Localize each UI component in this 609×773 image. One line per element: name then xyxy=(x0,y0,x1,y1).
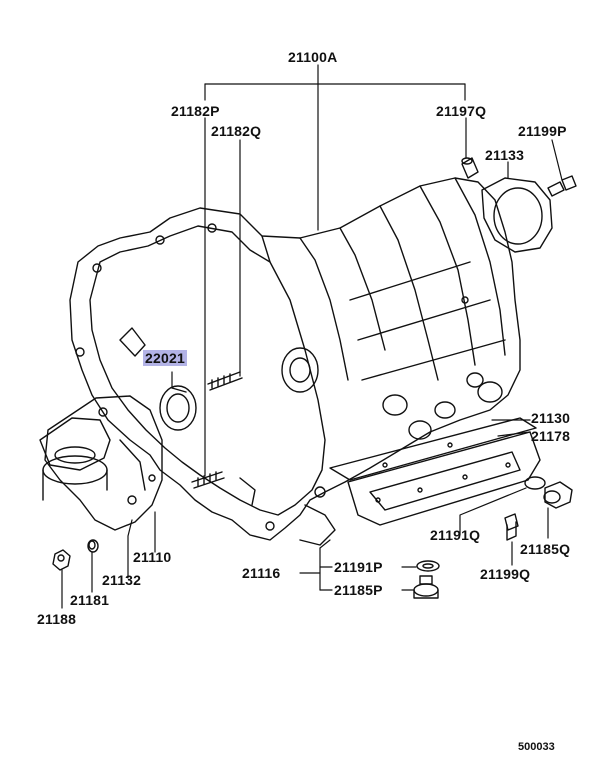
leader-lines xyxy=(61,64,563,609)
label-21191q: 21191Q xyxy=(430,527,481,543)
label-21130: 21130 xyxy=(531,410,571,426)
washer-21132 xyxy=(87,539,99,553)
label-21110: 21110 xyxy=(133,549,172,565)
label-21133: 21133 xyxy=(485,147,525,163)
oil-pan xyxy=(329,417,541,526)
label-21191p: 21191P xyxy=(334,559,383,575)
label-21188: 21188 xyxy=(37,611,77,627)
label-21197q: 21197Q xyxy=(436,103,487,119)
label-21178: 21178 xyxy=(531,428,571,444)
label-21100a: 21100A xyxy=(288,49,338,65)
label-21182p: 21182P xyxy=(171,103,220,119)
bolt-21199q xyxy=(504,513,519,541)
oil-seal xyxy=(159,385,197,431)
label-21185p: 21185P xyxy=(334,582,383,598)
nut-21188 xyxy=(52,549,71,571)
label-21182q: 21182Q xyxy=(211,123,262,139)
stud-21182p xyxy=(191,471,225,489)
dowel-pin xyxy=(461,157,479,179)
drain-plug-21185p xyxy=(413,575,439,599)
extension-gasket xyxy=(481,177,553,253)
drain-plug-21185q xyxy=(543,481,573,509)
label-21181: 21181 xyxy=(70,592,110,608)
label-21199q: 21199Q xyxy=(480,566,531,582)
label-21116: 21116 xyxy=(242,565,281,581)
bolt-21199p xyxy=(547,175,577,197)
drain-gasket-21191p xyxy=(416,560,440,572)
oil-pump-housing xyxy=(39,395,163,531)
label-21199p: 21199P xyxy=(518,123,567,139)
transmission-case xyxy=(69,177,521,546)
washer-21181 xyxy=(88,540,96,550)
diagram-reference-number: 500033 xyxy=(518,741,555,753)
stud-21182q xyxy=(207,371,243,391)
label-21132: 21132 xyxy=(102,572,142,588)
label-22021-highlighted: 22021 xyxy=(143,350,187,366)
label-21185q: 21185Q xyxy=(520,541,571,557)
drain-gasket-21191q xyxy=(524,476,546,490)
